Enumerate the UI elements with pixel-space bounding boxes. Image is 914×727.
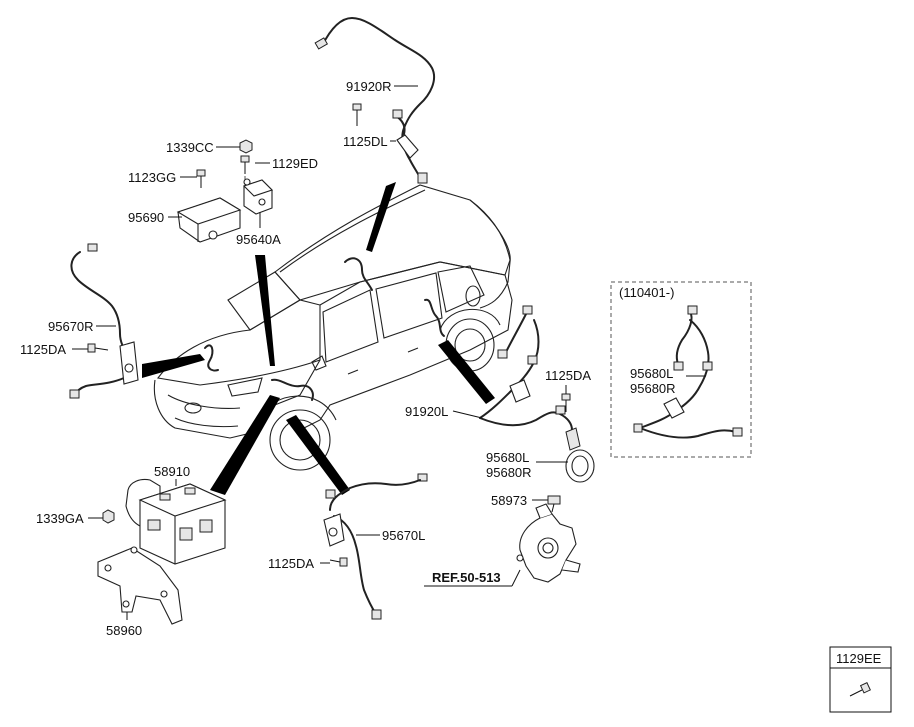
label-1125DA-left: 1125DA	[20, 342, 66, 357]
label-95680L-inset: 95680L	[630, 366, 673, 381]
label-1129EE: 1129EE	[836, 651, 882, 666]
part-labels: 91920R 1125DL 1339CC 1129ED 1123GG 95690…	[20, 79, 882, 666]
bolt-1125DL[interactable]	[352, 103, 362, 126]
vehicle-illustration	[153, 184, 513, 471]
part-table-1129EE	[829, 646, 892, 713]
label-1123GG: 1123GG	[128, 170, 176, 185]
label-58910: 58910	[154, 464, 190, 479]
label-1129ED: 1129ED	[272, 156, 318, 171]
leader-lines	[72, 85, 706, 620]
steering-knuckle	[516, 503, 581, 583]
rear-harness-91920L[interactable]	[479, 305, 573, 431]
label-1125DA-right: 1125DA	[545, 368, 591, 383]
label-95670L: 95670L	[382, 528, 425, 543]
wheel-sensor-95670R[interactable]	[69, 243, 139, 399]
bolt-1129EE-icon	[849, 682, 871, 697]
callout-wedges	[142, 182, 495, 495]
label-1125DA-bottom: 1125DA	[268, 556, 314, 571]
label-91920L: 91920L	[405, 404, 448, 419]
bolt-1125DA-bottom[interactable]	[329, 557, 348, 567]
label-95680R-inset: 95680R	[630, 381, 676, 396]
label-ref-50-513[interactable]: REF.50-513	[432, 570, 501, 585]
nut-1339CC[interactable]	[239, 139, 253, 154]
label-95680R: 95680R	[486, 465, 532, 480]
sensor-95640A[interactable]	[242, 178, 274, 215]
bolt-1123GG[interactable]	[196, 169, 206, 188]
sensor-ring-95680[interactable]	[565, 427, 595, 483]
label-1339CC: 1339CC	[166, 140, 214, 155]
nut-1339GA[interactable]	[102, 509, 115, 524]
label-95680L: 95680L	[486, 450, 529, 465]
bolt-1125DA-left[interactable]	[87, 343, 109, 353]
module-95690[interactable]	[176, 197, 242, 243]
label-1339GA: 1339GA	[36, 511, 84, 526]
label-58960: 58960	[106, 623, 142, 638]
label-95640A: 95640A	[236, 232, 281, 247]
bracket-58960[interactable]	[97, 546, 183, 625]
rear-harness-91920R[interactable]	[314, 16, 436, 184]
label-58973: 58973	[491, 493, 527, 508]
wheel-sensor-95670L[interactable]	[323, 473, 428, 620]
label-110401: (110401-)	[619, 285, 674, 300]
label-95670R: 95670R	[48, 319, 94, 334]
label-1125DL: 1125DL	[343, 134, 388, 149]
label-95690: 95690	[128, 210, 164, 225]
inset-box-110401	[610, 281, 752, 458]
label-91920R: 91920R	[346, 79, 392, 94]
abs-module-58910[interactable]	[125, 478, 227, 565]
